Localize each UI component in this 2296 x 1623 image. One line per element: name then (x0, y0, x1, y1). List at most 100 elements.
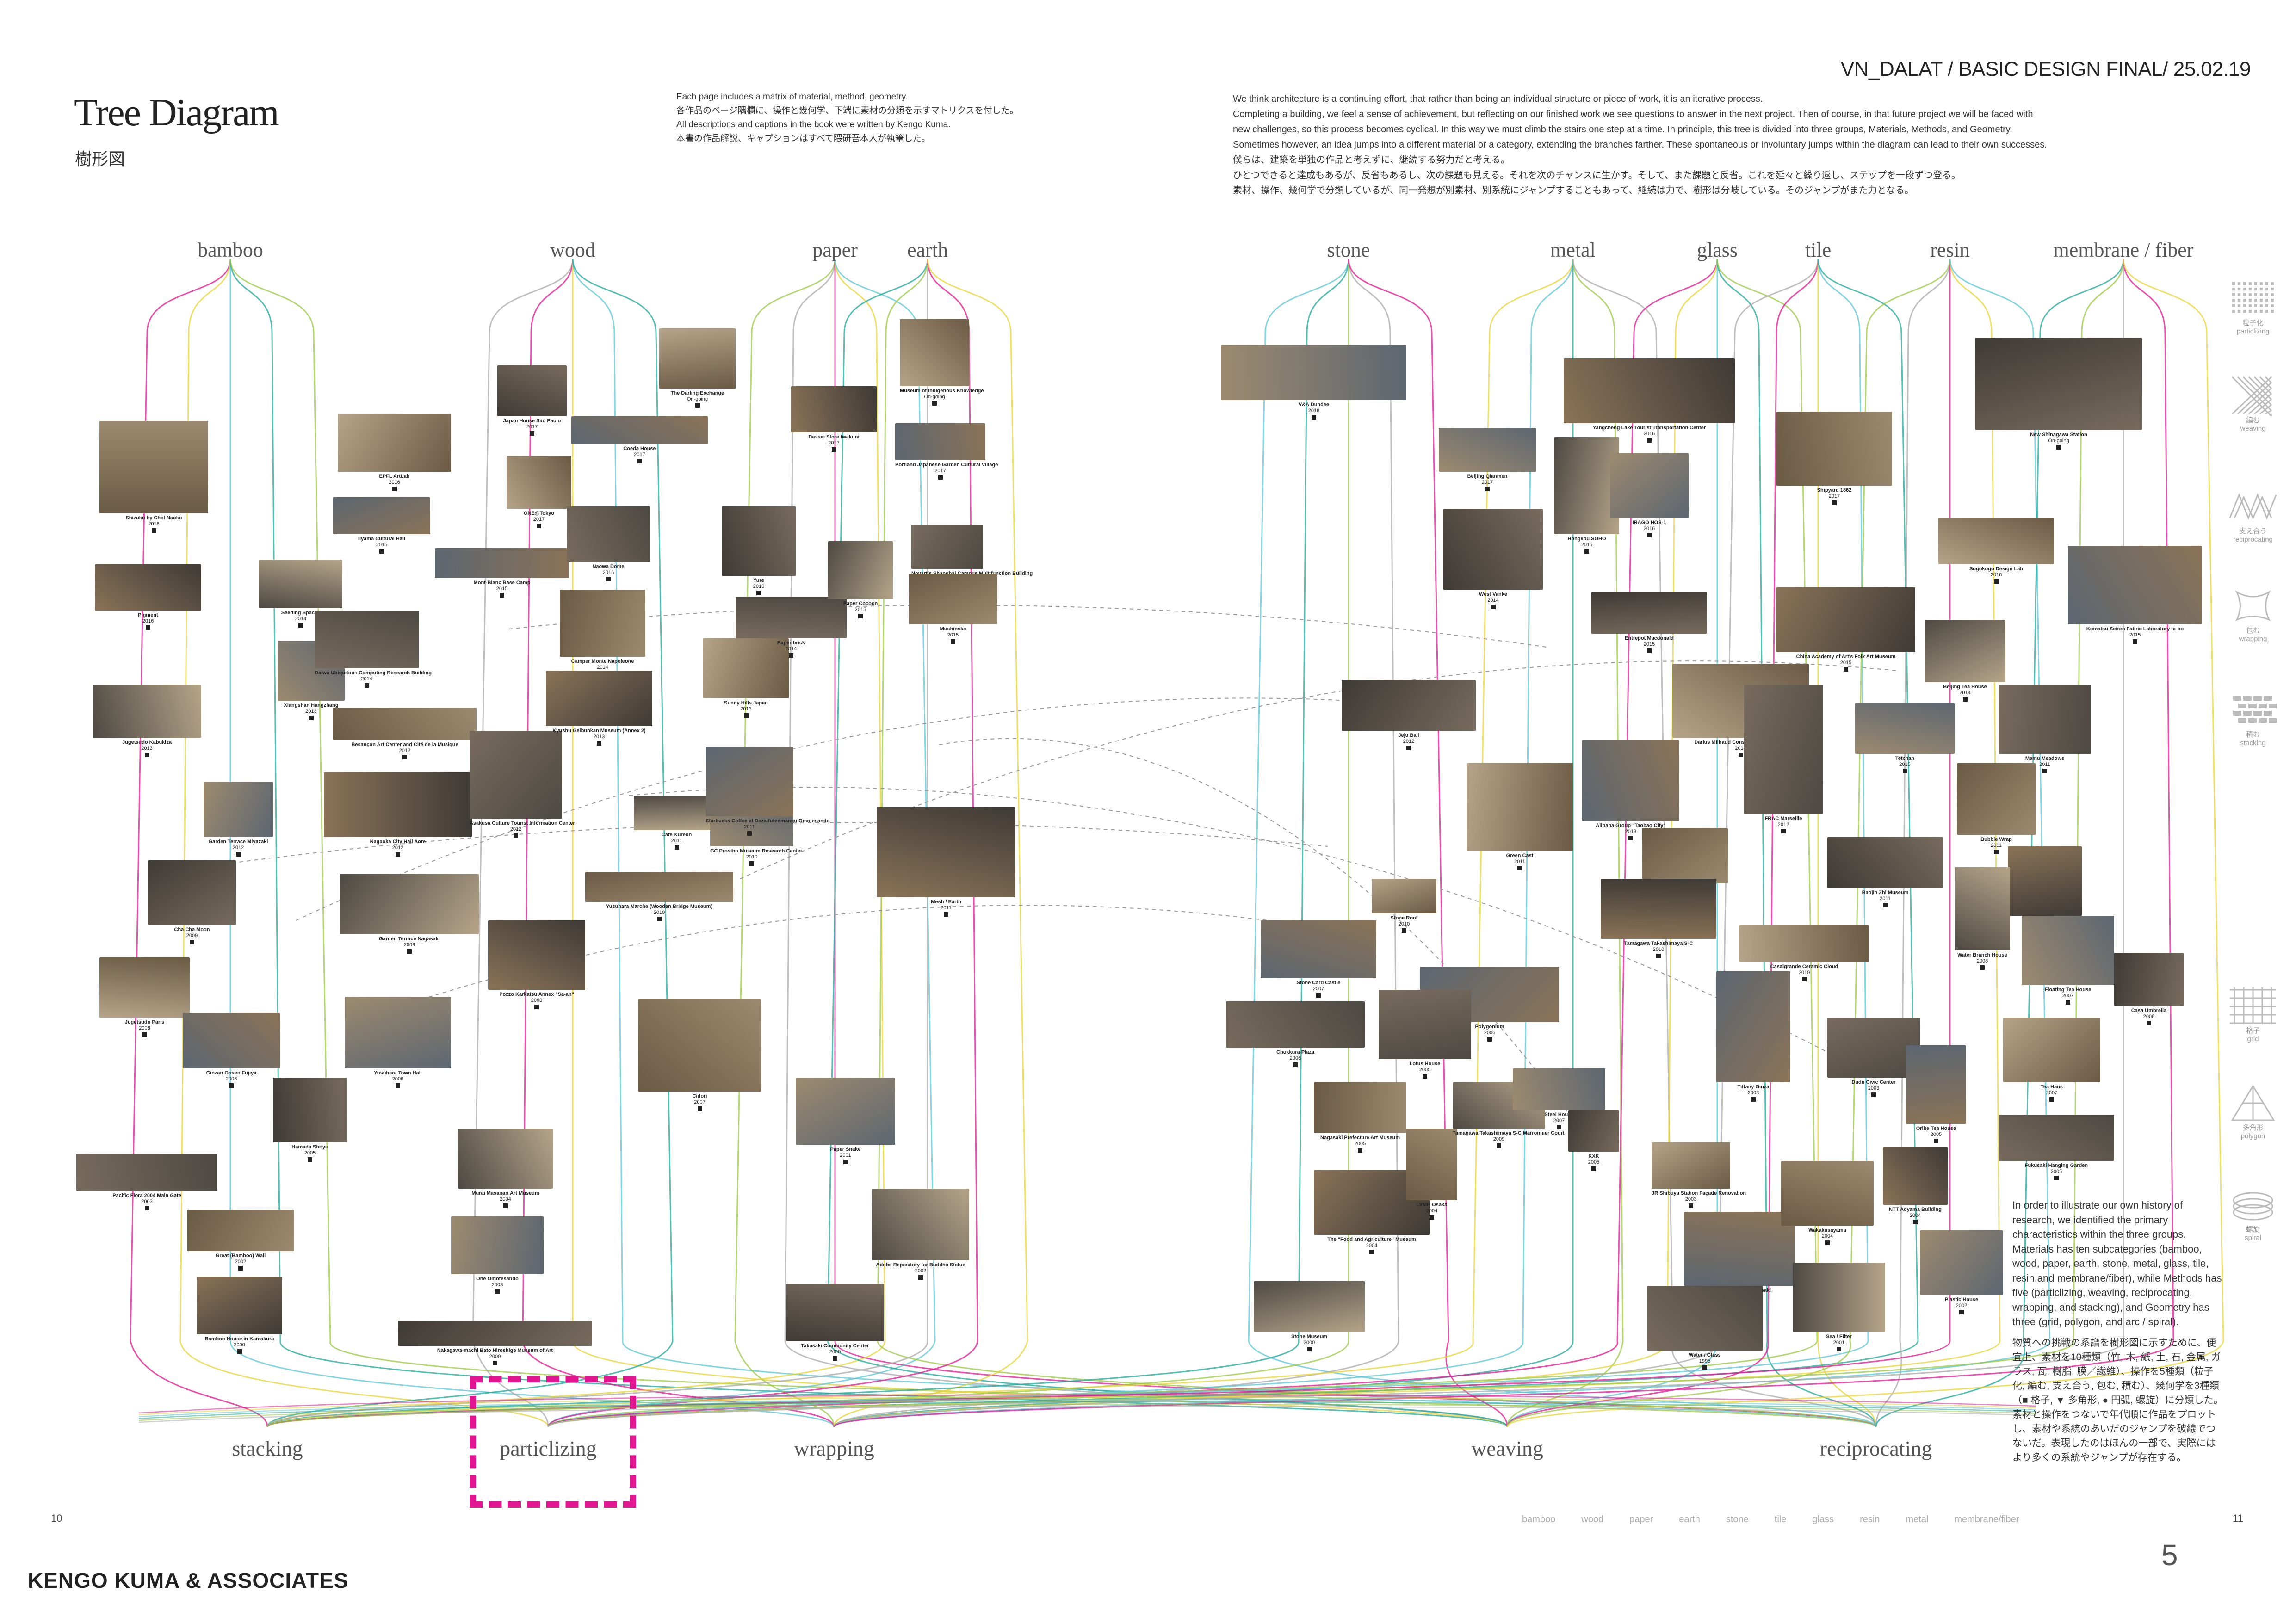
project-year: 2007 (1553, 1118, 1565, 1123)
material-label-tile: tile (1805, 239, 1832, 261)
grid-geometry-marker (500, 593, 504, 598)
intro-line: 僕らは、建築を単独の作品と考えずに、継続する努力だと考える。 (1233, 155, 1510, 165)
project-name: Tea Haus (2040, 1084, 2063, 1090)
project-year: 2017 (533, 517, 545, 522)
project-year: 2004 (1909, 1213, 1921, 1218)
project-name: Seeding Spaces (281, 610, 321, 616)
brand-footer: KENGO KUMA & ASSOCIATES (28, 1568, 349, 1592)
intro-line: We think architecture is a continuing ef… (1233, 94, 1763, 104)
grid-geometry-marker (1358, 1148, 1362, 1153)
project-year: 2012 (399, 748, 411, 753)
project-year: 2011 (1880, 896, 1891, 901)
project-name: Shizuku by Chef Naoko (125, 515, 182, 521)
project-name: Plastic House (1944, 1297, 1979, 1302)
branch-strand (547, 259, 1718, 1427)
project-name: Tiffany Ginza (1737, 1084, 1770, 1090)
project-year: On-going (2048, 438, 2069, 444)
project-photo (1591, 592, 1707, 634)
project-photo (909, 574, 997, 624)
project-photo (911, 525, 983, 569)
project-name: Mont-Blanc Base Camp (473, 580, 531, 586)
grid-geometry-marker (697, 1106, 702, 1111)
project-node: Asakusa Culture Tourist Information Cent… (470, 731, 575, 838)
project-year: 2013 (593, 734, 605, 740)
grid-geometry-marker (1980, 965, 1985, 970)
grid-geometry-marker (1307, 1347, 1312, 1351)
project-name: Yangcheng Lake Tourist Transportation Ce… (1592, 425, 1706, 431)
project-caption: Pozzo Karkatsu Annex "Sa-an"2008 (488, 992, 585, 1004)
project-year: 2016 (1643, 431, 1655, 437)
project-photo (1827, 1018, 1920, 1078)
project-photo (1975, 338, 2142, 430)
page-title: Tree Diagram (74, 91, 279, 134)
polygon-icon (2231, 1085, 2275, 1121)
project-year: 2005 (2050, 1169, 2062, 1174)
project-year: 2014 (1959, 690, 1971, 696)
project-photo (340, 874, 479, 934)
legend-label-jp: 多角形 (2242, 1124, 2264, 1132)
project-year: 2017 (1828, 494, 1840, 499)
project-name: Polygonium (1475, 1024, 1504, 1030)
project-name: Iiyama Cultural Hall (358, 536, 406, 542)
method-convergence-strand (138, 1403, 2036, 1421)
project-year: 2011 (1991, 843, 2002, 848)
project-year: 2015 (1643, 642, 1655, 647)
project-name: Tamagawa Takashimaya S-C Marronnier Cour… (1453, 1130, 1565, 1136)
project-photo (1226, 1001, 1365, 1048)
legend-label-jp: 螺旋 (2246, 1226, 2260, 1234)
project-year: 2018 (1308, 408, 1320, 413)
project-name: Coeda House (623, 446, 656, 451)
grid-geometry-marker (503, 1203, 508, 1208)
description-en: In order to illustrate our own history o… (2012, 1199, 2222, 1327)
project-photo (1827, 837, 1943, 888)
grid-geometry-marker (1293, 1062, 1298, 1067)
project-year: 2015 (1840, 660, 1852, 666)
project-photo (2068, 546, 2202, 624)
project-year: 2006 (225, 1076, 237, 1082)
project-year: 2017 (934, 468, 946, 474)
grid-geometry-marker (951, 639, 955, 644)
project-name: Paper Snake (830, 1147, 861, 1152)
project-year: 2013 (305, 709, 317, 714)
grid-geometry-marker (396, 1083, 400, 1088)
branch-strand (229, 259, 1877, 1428)
project-name: Cafe Kureon (661, 832, 692, 838)
project-photo (99, 957, 190, 1018)
project-photo (315, 611, 419, 668)
grid-geometry-marker (151, 528, 156, 533)
project-year: 2003 (1868, 1086, 1880, 1091)
project-name: Paper Cocoon (843, 601, 878, 606)
project-name: One Omotesando (476, 1276, 519, 1282)
project-year: 2012 (510, 827, 522, 832)
page-number-right: 11 (2233, 1512, 2243, 1524)
project-year: 2009 (1493, 1136, 1505, 1142)
project-year: 2006 (1484, 1030, 1496, 1036)
grid-icon (2230, 987, 2276, 1024)
footer-material: membrane/fiber (1954, 1514, 2019, 1524)
project-name: Paper brick (777, 640, 805, 646)
